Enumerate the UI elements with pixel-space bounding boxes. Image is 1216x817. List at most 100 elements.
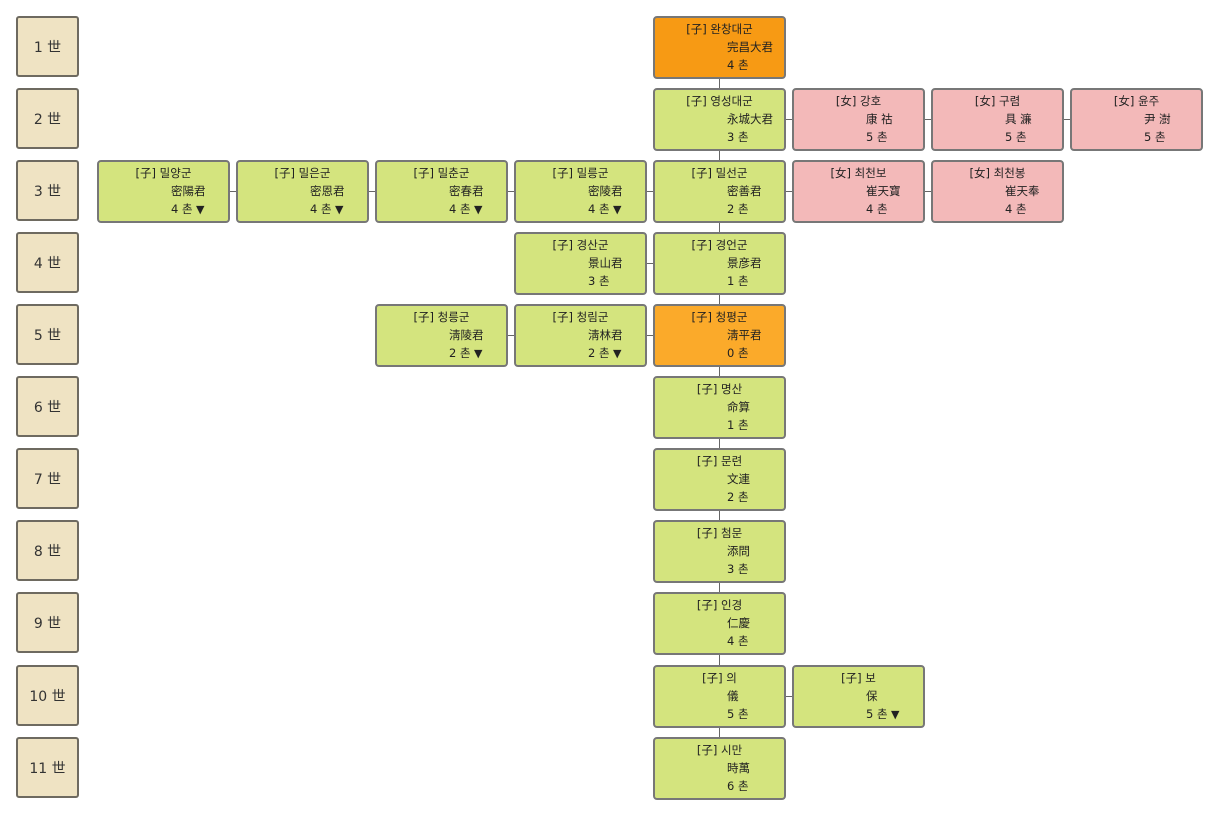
- chon-value: 2 촌: [727, 490, 749, 504]
- relation-tag: [子]: [552, 310, 574, 324]
- chon-value: 1 촌: [727, 418, 749, 432]
- hangul-name: 밀릉군: [573, 166, 609, 180]
- chon-value: 4 촌: [1005, 202, 1027, 216]
- relation-tag: [女]: [830, 166, 852, 180]
- person-name: [子] 시만: [655, 741, 784, 759]
- hangul-name: 청릉군: [434, 310, 470, 324]
- relation-tag: [子]: [552, 238, 574, 252]
- hangul-name: 윤주: [1134, 94, 1160, 108]
- hangul-name: 밀양군: [156, 166, 192, 180]
- person-node[interactable]: [女] 구렴 具 濂 5 촌: [931, 88, 1064, 151]
- hanja-name: 崔天奉: [1005, 184, 1040, 198]
- hanja-name: 崔天寶: [866, 184, 901, 198]
- expand-down-icon[interactable]: ▼: [887, 708, 900, 721]
- connector-line: [647, 263, 653, 264]
- chon-value: 5 촌: [1005, 130, 1027, 144]
- chon-degree: 4 촌: [655, 632, 784, 650]
- generation-label: 9 世: [16, 592, 79, 653]
- generation-label: 5 世: [16, 304, 79, 365]
- chon-value: 0 촌: [727, 346, 749, 360]
- expand-down-icon[interactable]: ▼: [470, 203, 483, 216]
- generation-label: 4 世: [16, 232, 79, 293]
- chon-degree: 5 촌: [1072, 128, 1201, 146]
- generation-label: 8 世: [16, 520, 79, 581]
- generation-label: 7 世: [16, 448, 79, 509]
- person-name: [子] 청릉군: [377, 308, 506, 326]
- person-name: [子] 의: [655, 669, 784, 687]
- connector-line: [508, 191, 514, 192]
- expand-down-icon[interactable]: ▼: [470, 347, 483, 360]
- generation-label: 3 世: [16, 160, 79, 221]
- person-name: [子] 명산: [655, 380, 784, 398]
- chon-value: 2 촌: [727, 202, 749, 216]
- relation-tag: [子]: [691, 238, 713, 252]
- expand-down-icon[interactable]: ▼: [609, 203, 622, 216]
- expand-down-icon[interactable]: ▼: [609, 347, 622, 360]
- chon-value: 4 촌: [866, 202, 888, 216]
- hangul-name: 밀춘군: [434, 166, 470, 180]
- relation-tag: [子]: [696, 454, 718, 468]
- relation-tag: [子]: [135, 166, 157, 180]
- hanja-name: 文連: [727, 472, 750, 486]
- connector-line: [786, 119, 792, 120]
- hanja-name: 具 濂: [1005, 112, 1032, 126]
- chon-degree: 3 촌: [655, 128, 784, 146]
- person-node[interactable]: [子] 문련 文連 2 촌: [653, 448, 786, 511]
- hangul-name: 영성대군: [706, 94, 753, 108]
- connector-line: [647, 191, 653, 192]
- expand-down-icon[interactable]: ▼: [192, 203, 205, 216]
- hangul-name: 청평군: [712, 310, 748, 324]
- person-name: [女] 구렴: [933, 92, 1062, 110]
- relation-tag: [女]: [969, 166, 991, 180]
- hangul-name: 인경: [717, 598, 743, 612]
- person-name: [子] 밀춘군: [377, 164, 506, 182]
- relation-tag: [子]: [691, 166, 713, 180]
- hanja-name: 永城大君: [727, 112, 773, 126]
- chon-degree: 5 촌 ▼: [794, 705, 923, 724]
- chon-value: 5 촌: [1144, 130, 1166, 144]
- person-name: [子] 밀양군: [99, 164, 228, 182]
- chon-value: 4 촌: [310, 202, 332, 216]
- hanja-name: 密陽君: [171, 184, 206, 198]
- connector-line: [230, 191, 236, 192]
- person-node[interactable]: [子] 밀선군 密善君 2 촌: [653, 160, 786, 223]
- chon-value: 4 촌: [171, 202, 193, 216]
- person-name: [子] 문련: [655, 452, 784, 470]
- generation-label: 6 世: [16, 376, 79, 437]
- chon-degree: 2 촌 ▼: [377, 344, 506, 363]
- person-name: [子] 완창대군: [655, 20, 784, 38]
- person-name: [子] 보: [794, 669, 923, 687]
- hangul-name: 구렴: [995, 94, 1021, 108]
- hanja-name: 密善君: [727, 184, 762, 198]
- chon-value: 3 촌: [588, 274, 610, 288]
- relation-tag: [女]: [835, 94, 857, 108]
- person-name: [子] 밀선군: [655, 164, 784, 182]
- hanja-name: 景山君: [588, 256, 623, 270]
- expand-down-icon[interactable]: ▼: [331, 203, 344, 216]
- connector-line: [925, 191, 931, 192]
- chon-degree: 2 촌: [655, 200, 784, 218]
- hanja-name: 密陵君: [588, 184, 623, 198]
- chon-degree: 4 촌 ▼: [516, 200, 645, 219]
- person-node[interactable]: [子] 밀양군 密陽君 4 촌 ▼: [97, 160, 230, 223]
